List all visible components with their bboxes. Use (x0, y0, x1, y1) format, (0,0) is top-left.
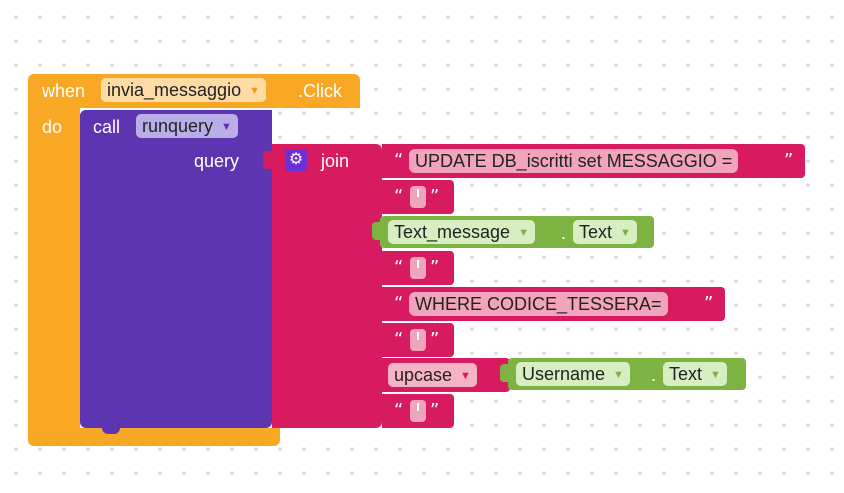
dropdown-arrow-icon: ▼ (221, 121, 232, 133)
text-value-field[interactable]: WHERE CODICE_TESSERA= (409, 292, 668, 316)
text-op-dropdown[interactable]: upcase ▼ (388, 363, 477, 387)
text-value-field[interactable] (410, 329, 426, 351)
socket (372, 261, 382, 277)
property-name: Text (669, 364, 703, 384)
component-dropdown[interactable]: Text_message ▼ (388, 220, 535, 244)
dropdown-arrow-icon: ▼ (460, 370, 471, 382)
call-block-body (80, 110, 272, 428)
component-dropdown[interactable]: invia_messaggio ▼ (101, 78, 266, 102)
call-block-bottom-notch (102, 424, 120, 434)
close-quote: ” (430, 186, 440, 207)
text-value-field[interactable] (410, 186, 426, 208)
dropdown-arrow-icon: ▼ (249, 85, 260, 97)
procedure-name: runquery (142, 116, 214, 136)
dropdown-arrow-icon: ▼ (613, 369, 624, 381)
text-value: WHERE CODICE_TESSERA= (415, 294, 662, 314)
join-label: join (321, 151, 350, 171)
event-name-label: .Click (298, 81, 342, 101)
text-value-field[interactable] (410, 257, 426, 279)
open-quote: “ (394, 293, 404, 314)
open-quote: “ (394, 400, 404, 421)
open-quote: “ (394, 150, 404, 171)
dropdown-arrow-icon: ▼ (710, 369, 721, 381)
socket (372, 404, 382, 420)
dot-separator: . (561, 223, 567, 243)
do-label: do (42, 117, 63, 137)
socket (372, 333, 382, 349)
dropdown-arrow-icon: ▼ (518, 227, 529, 239)
component-dropdown[interactable]: Username ▼ (516, 362, 630, 386)
component-name: Text_message (394, 222, 511, 242)
join-input-connector (263, 151, 275, 169)
text-value-field[interactable]: UPDATE DB_iscritti set MESSAGGIO = (409, 149, 739, 173)
property-name: Text (579, 222, 613, 242)
socket (372, 297, 382, 313)
property-dropdown[interactable]: Text ▼ (573, 220, 637, 244)
procedure-dropdown[interactable]: runquery ▼ (136, 114, 238, 138)
component-name: invia_messaggio (107, 80, 242, 100)
dot-separator: . (651, 365, 657, 385)
component-name: Username (522, 364, 606, 384)
text-value-field[interactable] (410, 400, 426, 422)
call-label: call (93, 117, 121, 137)
when-label: when (42, 81, 86, 101)
open-quote: “ (394, 257, 404, 278)
getter-connector (500, 364, 512, 382)
event-block-left-spine (28, 74, 80, 446)
property-dropdown[interactable]: Text ▼ (663, 362, 727, 386)
mutator-gear-icon[interactable]: ⚙ (285, 149, 307, 171)
text-value: UPDATE DB_iscritti set MESSAGGIO = (415, 151, 733, 171)
close-quote: ” (430, 257, 440, 278)
close-quote: ” (704, 293, 714, 314)
open-quote: “ (394, 186, 404, 207)
close-quote: ” (430, 400, 440, 421)
getter-connector (372, 222, 384, 240)
event-block-bottom-bar (28, 428, 280, 446)
dropdown-arrow-icon: ▼ (620, 227, 631, 239)
text-op-name: upcase (394, 365, 453, 385)
join-block-body (272, 144, 382, 428)
close-quote: ” (430, 329, 440, 350)
socket (372, 190, 382, 206)
close-quote: ” (784, 150, 794, 171)
open-quote: “ (394, 329, 404, 350)
query-param-label: query (194, 151, 240, 171)
